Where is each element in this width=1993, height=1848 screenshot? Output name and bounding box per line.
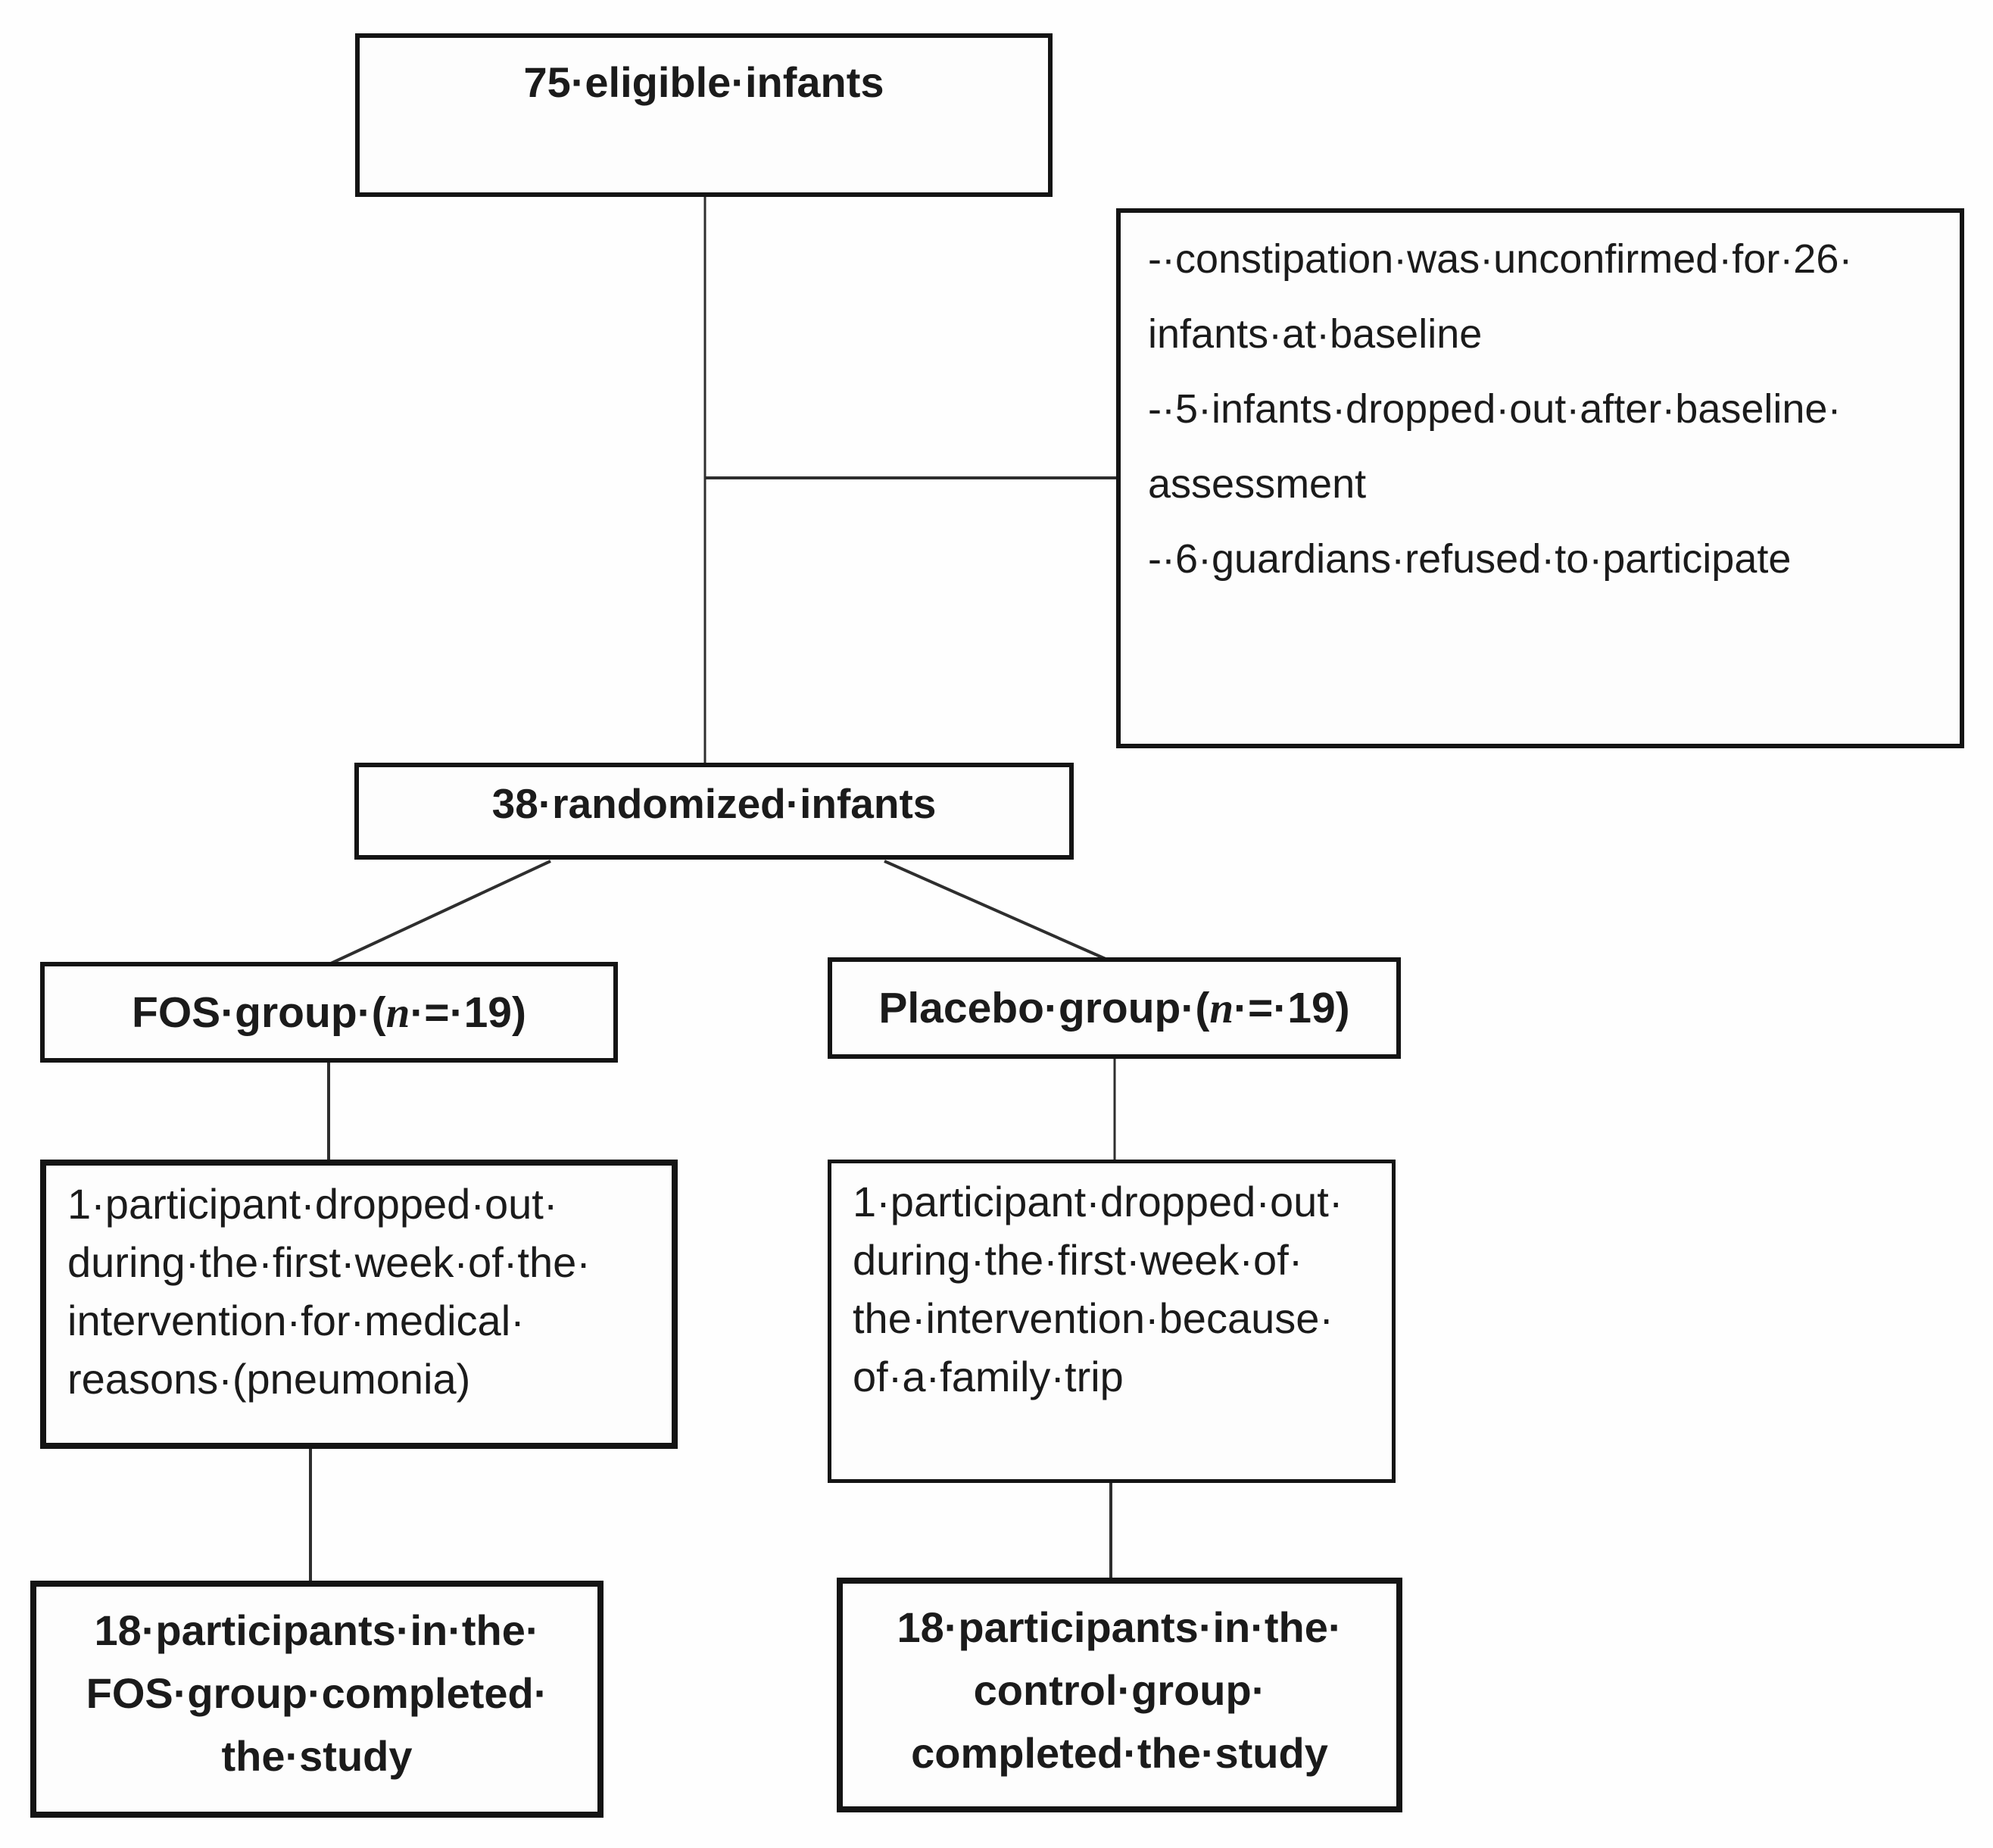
placebo-group-label: Placebo·group·(n·=·19)	[878, 983, 1349, 1033]
fos-dropout-line-2: during·the·first·week·of·the·	[67, 1238, 591, 1286]
connector-randomized-to-fos	[330, 860, 551, 965]
exclusion-line-3: -·5·infants·dropped·out·after·baseline·	[1148, 386, 1842, 432]
fos-group-label-prefix: FOS·group·(	[132, 988, 386, 1037]
placebo-dropout-line-3: the·intervention·because·	[853, 1294, 1334, 1342]
control-completed-line-3: completed·the·study	[911, 1729, 1328, 1777]
placebo-group-label-prefix: Placebo·group·(	[878, 984, 1210, 1032]
placebo-dropout-line-4: of·a·family·trip	[853, 1353, 1124, 1400]
control-completed-line-2: control·group·	[973, 1666, 1266, 1714]
fos-group-n-variable: n	[385, 988, 410, 1037]
fos-group-box: FOS·group·(n·=·19)	[40, 962, 618, 1063]
connector-randomized-to-placebo	[884, 860, 1106, 960]
placebo-group-box: Placebo·group·(n·=·19)	[828, 957, 1401, 1059]
placebo-dropout-box: 1·participant·dropped·out· during·the·fi…	[828, 1160, 1396, 1483]
fos-completed-box: 18·participants·in·the· FOS·group·comple…	[30, 1581, 604, 1818]
fos-group-label-suffix: ·=·19)	[410, 988, 526, 1037]
fos-dropout-box: 1·participant·dropped·out· during·the·fi…	[40, 1160, 678, 1449]
placebo-dropout-line-2: during·the·first·week·of·	[853, 1236, 1303, 1284]
control-completed-box: 18·participants·in·the· control·group· c…	[837, 1578, 1402, 1812]
exclusion-line-5: -·6·guardians·refused·to·participate	[1148, 536, 1792, 582]
fos-completed-line-1: 18·participants·in·the·	[94, 1606, 540, 1654]
fos-dropout-line-3: intervention·for·medical·	[67, 1297, 525, 1344]
randomized-infants-label: 38·randomized·infants	[491, 780, 937, 827]
eligible-infants-box: 75·eligible·infants	[355, 33, 1053, 197]
placebo-group-label-suffix: ·=·19)	[1234, 984, 1350, 1032]
exclusion-line-1: -·constipation·was·unconfirmed·for·26·	[1148, 236, 1853, 282]
fos-dropout-line-4: reasons·(pneumonia)	[67, 1355, 471, 1403]
exclusion-line-4: assessment	[1148, 461, 1367, 507]
fos-dropout-line-1: 1·participant·dropped·out·	[67, 1180, 558, 1228]
fos-completed-line-2: FOS·group·completed·	[86, 1669, 548, 1717]
placebo-group-n-variable: n	[1209, 985, 1234, 1032]
fos-group-label: FOS·group·(n·=·19)	[132, 988, 526, 1038]
eligible-infants-label: 75·eligible·infants	[523, 58, 884, 106]
control-completed-line-1: 18·participants·in·the·	[897, 1603, 1343, 1651]
randomized-infants-box: 38·randomized·infants	[354, 763, 1074, 860]
exclusion-reasons-box: -·constipation·was·unconfirmed·for·26· i…	[1116, 208, 1964, 748]
placebo-dropout-line-1: 1·participant·dropped·out·	[853, 1178, 1343, 1225]
exclusion-line-2: infants·at·baseline	[1148, 311, 1483, 357]
fos-completed-line-3: the·study	[221, 1732, 413, 1780]
